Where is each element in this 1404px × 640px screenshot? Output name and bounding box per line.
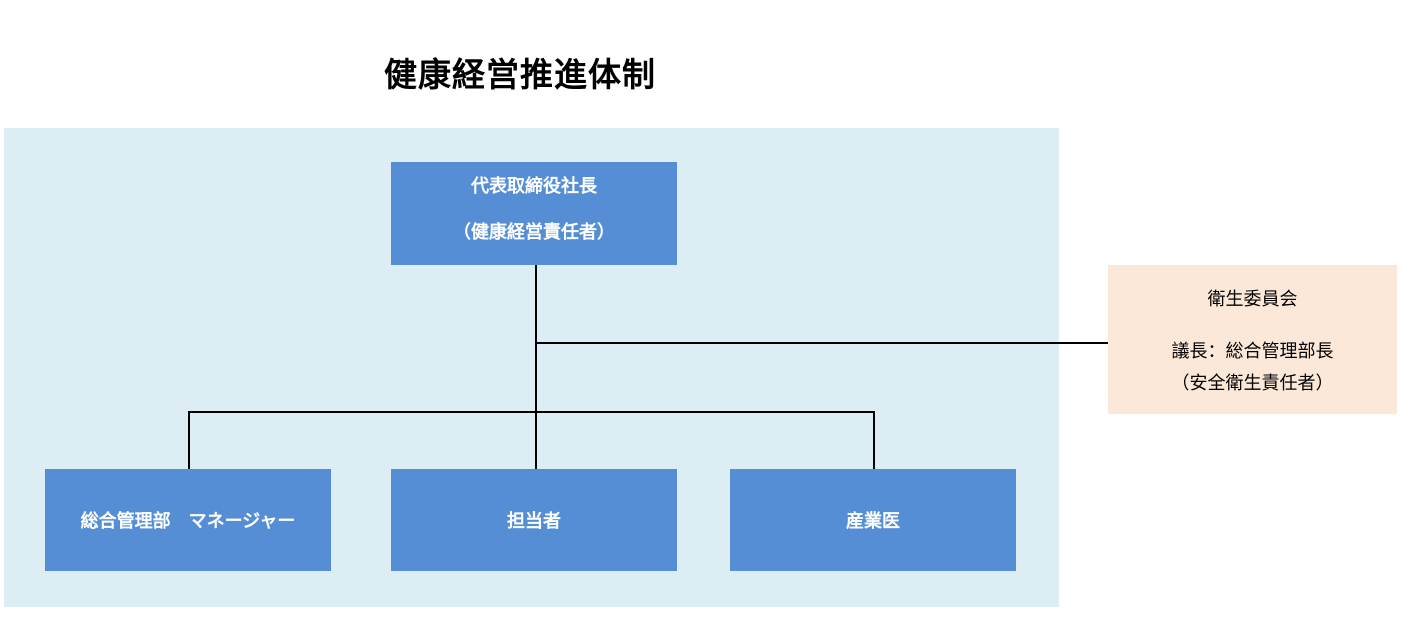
member-label: 担当者 [507,511,561,532]
connector-member-left [188,411,190,469]
staff-box: 担当者 [391,469,677,571]
general-affairs-manager-box: 総合管理部 マネージャー [45,469,331,571]
committee-role: （安全衛生責任者） [1171,373,1334,394]
ceo-title: 代表取締役社長 [471,176,597,197]
ceo-box: 代表取締役社長 （健康経営責任者） [391,162,677,265]
connector-member-right [873,411,875,469]
ceo-role: （健康経営責任者） [453,222,615,243]
committee-chair: 議長：総合管理部長 [1171,341,1334,362]
page-title: 健康経営推進体制 [384,55,656,94]
connector-committee-branch [536,342,1112,344]
health-committee-box: 衛生委員会 議長：総合管理部長 （安全衛生責任者） [1108,265,1397,414]
committee-name: 衛生委員会 [1207,289,1298,310]
connector-ceo-trunk [535,265,537,469]
member-label: 総合管理部 マネージャー [80,511,296,532]
connector-members-bar [188,411,875,413]
industrial-physician-box: 産業医 [730,469,1016,571]
member-label: 産業医 [846,511,900,532]
